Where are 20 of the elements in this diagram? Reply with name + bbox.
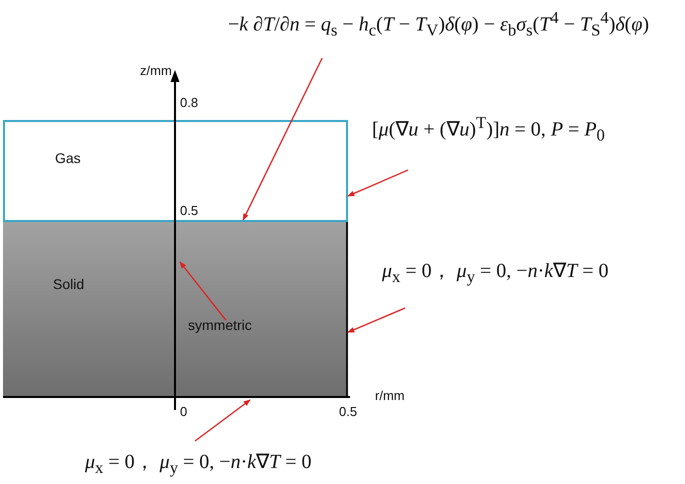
region-label: Gas: [55, 150, 81, 166]
solid-region: [3, 222, 348, 397]
axis-label: r/mm: [375, 388, 405, 403]
arrow: [347, 307, 406, 333]
arrow: [179, 261, 226, 320]
boundary-equation: μ$_{x}$ = 0， μ$_{y}$ = 0, −n·k∇T = 0: [382, 259, 609, 287]
boundary-equation: μ$_{x}$ = 0， μ$_{y}$ = 0, −n·k∇T = 0: [85, 450, 312, 478]
annotation-text: symmetric: [188, 317, 252, 333]
boundary-equation: [μ(∇u + (∇u)$^{T}$)]n = 0, P = P$_{0}$: [372, 112, 605, 146]
axis-label: 0: [180, 404, 188, 419]
arrow: [194, 399, 251, 442]
axis-label: z/mm: [140, 63, 172, 78]
axis-label: 0.5: [339, 404, 358, 419]
axis-label: 0.5: [180, 203, 198, 218]
axis-label: 0.8: [180, 95, 198, 110]
region-label: Solid: [53, 276, 84, 292]
arrow: [242, 58, 323, 221]
arrow: [347, 169, 408, 197]
gas-region: [3, 120, 348, 222]
boundary-equation: −k ∂T/∂n = q$_{s}$ − h$_{c}$(T − T$_{V}$)δ(φ) − ε$_{b}$σ$_{s}$(T$^{4}$ − T$_{S}$$^{4}$)δ(φ): [228, 8, 650, 40]
